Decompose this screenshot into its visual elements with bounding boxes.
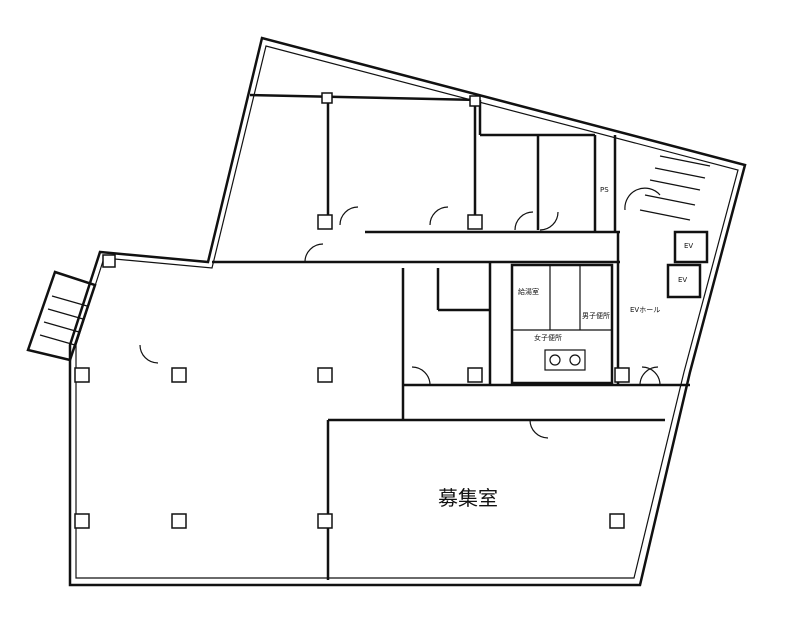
middle-partitions: [139, 262, 690, 580]
elevator-2-label: EV: [678, 276, 688, 284]
upper-offices: [212, 93, 620, 264]
mens-restroom-label: 男子便所: [582, 312, 610, 320]
pipe-shaft-label: PS: [600, 186, 609, 194]
kitchenette-label: 給湯室: [518, 288, 539, 296]
outer-wall-inner: [75, 45, 739, 579]
elevator-1-label: EV: [684, 242, 694, 250]
vacant-room-label: 募集室: [438, 486, 498, 510]
womens-restroom-label: 女子便所: [534, 334, 562, 342]
outer-wall: [68, 36, 747, 587]
left-stair: [26, 270, 97, 362]
elevator-hall-label: EVホール: [630, 306, 661, 314]
core: [510, 155, 711, 385]
columns: [74, 92, 630, 529]
